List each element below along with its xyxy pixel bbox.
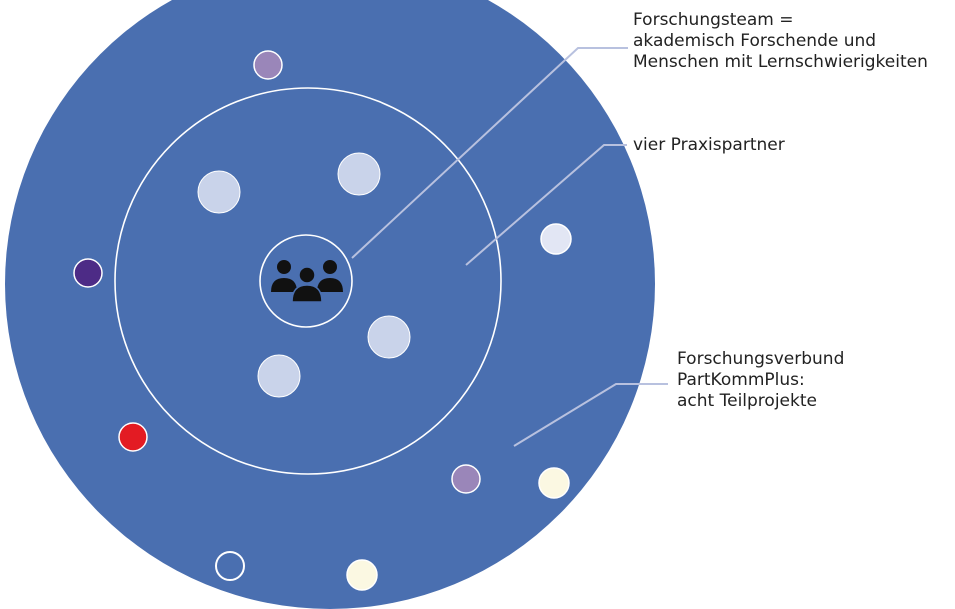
- label-forschungsverbund-line-2: PartKommPlus:: [677, 370, 805, 390]
- label-praxispartner: vier Praxispartner: [633, 135, 785, 156]
- praxispartner-dot: [197, 170, 241, 214]
- leader-line-praxispartner: [465, 144, 627, 266]
- inner-ring-forschungsteam: [259, 234, 353, 328]
- teilprojekt-dot: [73, 258, 103, 288]
- label-forschungsverbund-line-3: acht Teilprojekte: [677, 391, 817, 411]
- label-forschungsverbund: Forschungsverbund PartKommPlus: acht Tei…: [677, 349, 844, 412]
- leader-line-forschungsverbund: [513, 383, 668, 447]
- label-forschungsteam-line-2: akademisch Forschende und: [633, 31, 877, 51]
- label-forschungsteam-line-3: Menschen mit Lernschwierigkeiten: [633, 52, 928, 72]
- label-forschungsteam: Forschungsteam = akademisch Forschende u…: [633, 10, 928, 73]
- teilprojekt-dot: [215, 551, 245, 581]
- teilprojekt-dot: [346, 559, 378, 591]
- teilprojekt-dot: [253, 50, 283, 80]
- teilprojekt-dot: [538, 467, 570, 499]
- leader-line-forschungsteam: [351, 47, 628, 259]
- middle-ring-praxispartner: [114, 87, 502, 475]
- label-praxispartner-line-1: vier Praxispartner: [633, 135, 785, 155]
- teilprojekt-dot: [540, 223, 572, 255]
- praxispartner-dot: [367, 315, 411, 359]
- praxispartner-dot: [257, 354, 301, 398]
- teilprojekt-dot: [118, 422, 148, 452]
- label-forschungsverbund-line-1: Forschungsverbund: [677, 349, 845, 369]
- teilprojekt-dot: [451, 464, 481, 494]
- outer-circle-forschungsverbund: [5, 0, 655, 609]
- label-forschungsteam-line-1: Forschungsteam =: [633, 10, 794, 30]
- praxispartner-dot: [337, 152, 381, 196]
- group-of-people-icon: [271, 260, 343, 303]
